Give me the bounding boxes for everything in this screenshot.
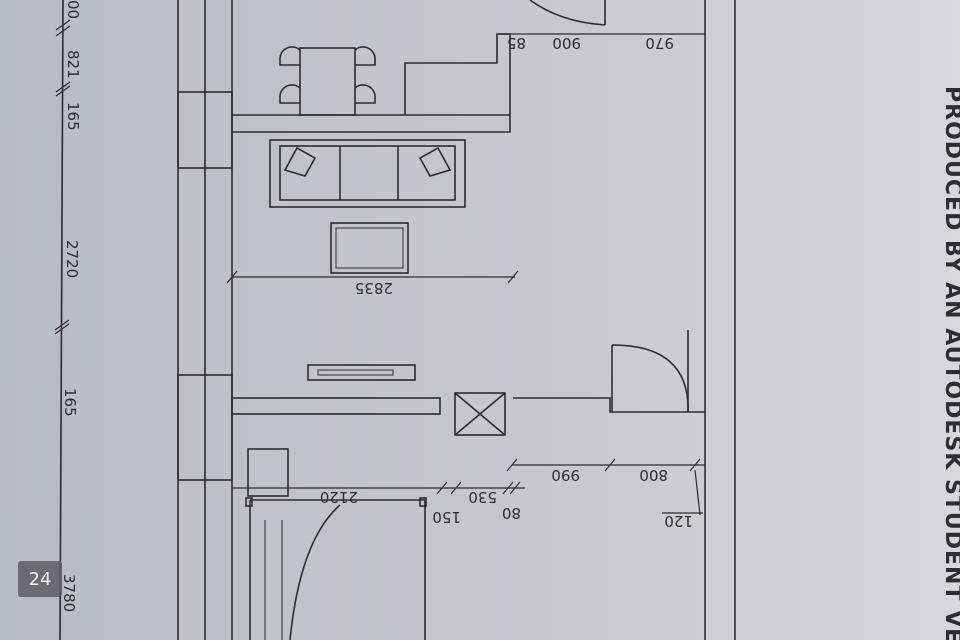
dim-label: 85 xyxy=(507,34,526,52)
door-arc xyxy=(289,504,341,640)
dim-label: 80 xyxy=(502,504,521,522)
dim-label: 120 xyxy=(664,512,693,530)
left-dimension-line xyxy=(59,0,64,640)
dim-label: 900 xyxy=(552,34,581,52)
autodesk-watermark: PRODUCED BY AN AUTODESK STUDENT VER xyxy=(940,86,960,640)
dim-label: 800 xyxy=(639,466,668,484)
shaft-box xyxy=(454,392,506,436)
dim-label: 2120 xyxy=(320,488,358,506)
coffee-table xyxy=(330,222,409,274)
dim-label: 990 xyxy=(551,466,580,484)
tv-unit xyxy=(307,364,416,381)
cabinet xyxy=(247,448,289,497)
dim-label: 3780 xyxy=(60,574,78,612)
dim-label: 2835 xyxy=(355,279,393,297)
dim-label: 821 xyxy=(64,50,82,79)
dim-label: 150 xyxy=(432,508,461,526)
sofa xyxy=(269,139,466,208)
window xyxy=(177,374,233,481)
counter xyxy=(231,397,441,415)
dim-label: 2720 xyxy=(63,240,81,278)
dim-label: 165 xyxy=(61,388,79,417)
counter-block xyxy=(513,397,705,413)
door-arc xyxy=(529,0,606,26)
dim-label: 970 xyxy=(645,34,674,52)
dim-label: 00 xyxy=(64,0,82,19)
dim-label: 530 xyxy=(468,488,497,506)
window xyxy=(177,91,233,169)
page-number-badge: 24 xyxy=(18,561,62,597)
dining-table xyxy=(279,46,376,116)
dim-label: 165 xyxy=(64,102,82,131)
